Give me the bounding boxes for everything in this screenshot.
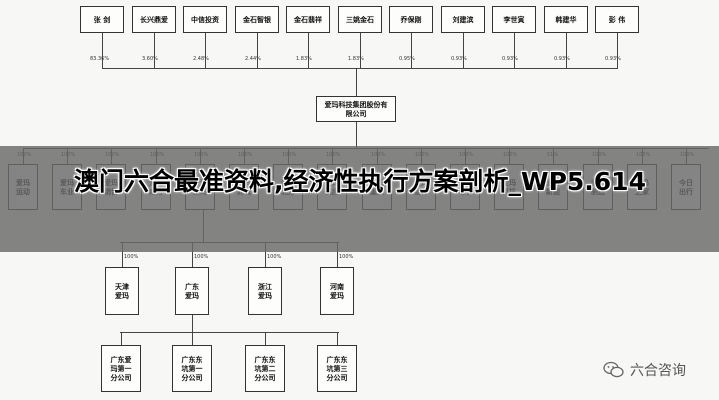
shareholder-percent: 1.83% [296,56,312,62]
regional-name: 天津 爱玛 [115,282,129,300]
branch-name: 广东东 坑第一 分公司 [181,355,203,382]
regional-name: 浙江 爱玛 [258,282,272,300]
branch-name: 广东爱 玛第一 分公司 [110,355,132,382]
shareholder-name: 李世寅 [503,15,525,24]
shareholder-name: 张 剑 [93,15,111,24]
watermark: 六合咨询 [603,360,686,380]
shareholder-box: 金石翡祥 [286,6,330,33]
wechat-icon [603,361,624,378]
shareholder-name: 乔保刚 [400,15,422,24]
shareholder-percent: 0.93% [451,56,467,62]
shareholder-box: 李世寅 [492,6,536,33]
shareholder-percent: 0.93% [502,56,518,62]
regional-name: 河南 爱玛 [330,282,344,300]
connector-line [566,33,567,69]
shareholder-box: 张 剑 [80,6,124,33]
connector-line [617,33,618,69]
connector-line [337,332,338,346]
branch-box: 广东东 坑第三 分公司 [317,345,357,392]
shareholder-percent: 83.36% [90,56,110,62]
shareholder-percent: 2.44% [245,56,261,62]
connector-line [102,33,103,69]
shareholder-box: 乔保刚 [389,6,433,33]
connector-line [356,68,357,97]
regional-box: 天津 爱玛 [105,267,139,315]
regional-box: 河南 爱玛 [320,267,354,315]
shareholder-box: 刘建滨 [441,6,485,33]
shareholder-box: 三姚金石 [338,6,382,33]
watermark-text: 六合咨询 [630,363,686,379]
connector-line [205,33,206,69]
shareholder-percent: 3.60% [142,56,158,62]
connector-line [463,33,464,69]
parent-company-box: 爱玛科技集团股份有 限公司 [316,96,396,122]
connector-line [356,122,357,149]
shareholder-box: 彭 伟 [595,6,639,33]
branch-box: 广东东 坑第一 分公司 [172,345,212,392]
shareholder-percent: 2.48% [193,56,209,62]
regional-percent: 100% [267,254,282,260]
shareholder-box: 韩建华 [544,6,588,33]
regional-box: 广东 爱玛 [175,267,209,315]
connector-line [265,242,266,268]
shareholder-percent: 1.83% [348,56,364,62]
shareholder-name: 金石翡祥 [294,15,322,24]
connector-line [308,33,309,69]
regional-box: 浙江 爱玛 [248,267,282,315]
shareholder-name: 韩建华 [555,15,577,24]
connector-line [154,33,155,69]
shareholder-box: 长兴鼎爱 [132,6,176,33]
branch-name: 广东东 坑第三 分公司 [326,355,348,382]
branch-box: 广东爱 玛第一 分公司 [101,345,141,392]
connector-line [337,242,338,268]
connector-line [360,33,361,69]
shareholder-percent: 0.93% [605,56,621,62]
shareholder-box: 金石智银 [235,6,279,33]
connector-line [122,242,123,268]
branch-name: 广东东 坑第二 分公司 [254,355,276,382]
connector-line [257,33,258,69]
connector-line [102,68,618,69]
connector-line [192,242,193,268]
connector-line [411,33,412,69]
title-banner [0,146,719,252]
shareholder-name: 刘建滨 [452,15,474,24]
parent-company-label: 爱玛科技集团股份有 限公司 [324,100,388,118]
regional-name: 广东 爱玛 [185,282,199,300]
connector-line [265,332,266,346]
shareholder-name: 彭 伟 [608,15,626,24]
page-title: 澳门六合最准资料,经济性执行方案剖析_WP5.614 [74,167,646,196]
connector-line [192,332,193,346]
connector-line [514,33,515,69]
regional-percent: 100% [124,254,139,260]
connector-line [121,332,122,346]
shareholder-name: 三姚金石 [346,15,374,24]
shareholder-percent: 0.95% [399,56,415,62]
shareholder-percent: 0.93% [554,56,570,62]
shareholder-name: 金石智银 [243,15,271,24]
connector-line [120,332,339,333]
shareholder-name: 中信投资 [191,15,219,24]
branch-box: 广东东 坑第二 分公司 [245,345,285,392]
connector-line [192,315,193,333]
regional-percent: 100% [194,254,209,260]
shareholder-name: 长兴鼎爱 [140,15,168,24]
shareholder-box: 中信投资 [183,6,227,33]
regional-percent: 100% [339,254,354,260]
